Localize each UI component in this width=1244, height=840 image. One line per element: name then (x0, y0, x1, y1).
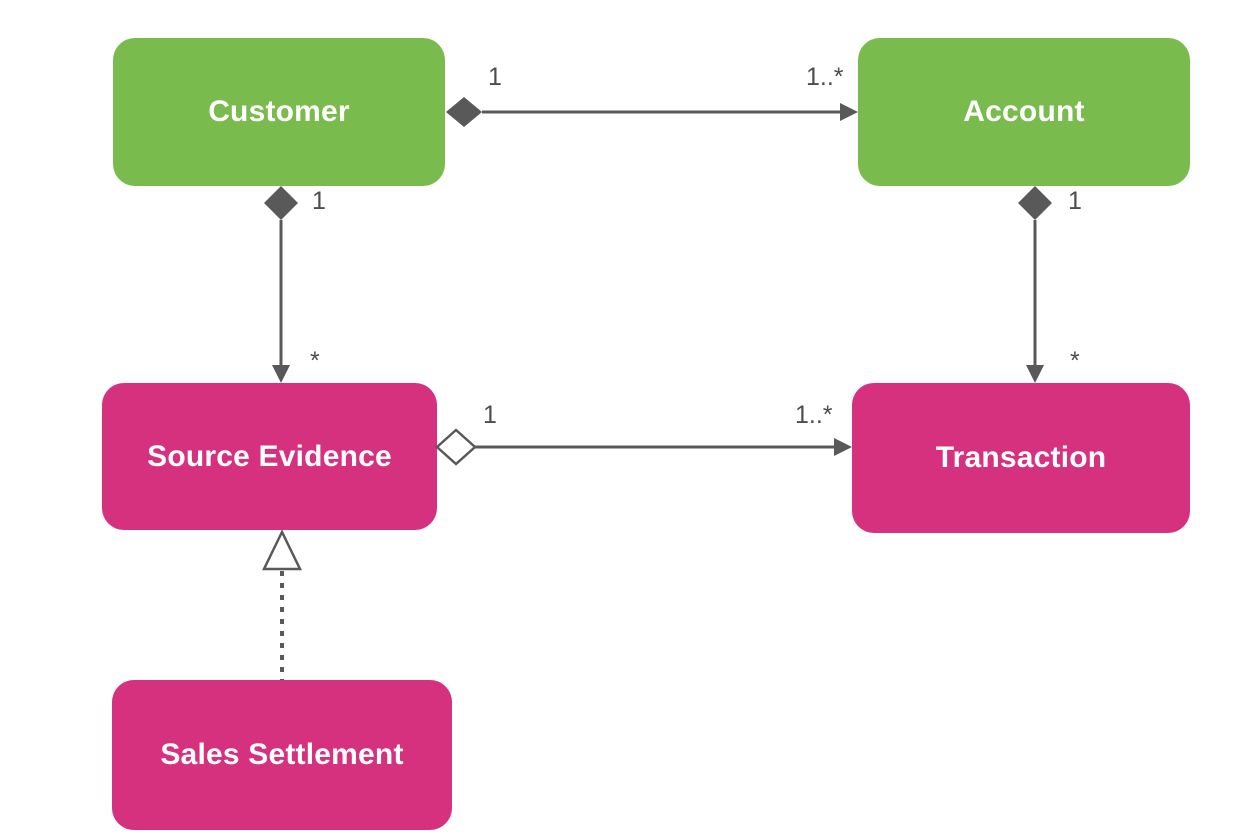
multiplicity-source-evidence-transaction-target: 1..* (795, 401, 833, 429)
node-transaction-label: Transaction (935, 441, 1107, 474)
node-account: Account (858, 38, 1190, 186)
multiplicity-customer-account-target: 1..* (806, 63, 844, 91)
arrowhead-customer-account (840, 103, 858, 121)
composition-diamond-customer-source-evidence (264, 186, 298, 220)
composition-diamond-account-transaction (1018, 186, 1052, 220)
multiplicity-customer-source-evidence-target: * (310, 347, 320, 375)
node-source-evidence: Source Evidence (102, 383, 437, 530)
aggregation-diamond-source-evidence-transaction (435, 428, 477, 466)
arrowhead-account-transaction (1026, 365, 1044, 383)
node-transaction: Transaction (852, 383, 1190, 533)
arrowhead-source-evidence-transaction (834, 438, 852, 456)
multiplicity-customer-source-evidence-source: 1 (312, 187, 326, 215)
multiplicity-customer-account-source: 1 (488, 63, 502, 91)
node-customer: Customer (113, 38, 445, 186)
node-source-evidence-label: Source Evidence (147, 439, 392, 473)
arrowhead-customer-source-evidence (272, 365, 290, 383)
composition-diamond-customer-account (446, 97, 482, 127)
multiplicity-account-transaction-source: 1 (1068, 187, 1082, 215)
multiplicity-account-transaction-target: * (1070, 347, 1080, 375)
multiplicity-source-evidence-transaction-source: 1 (483, 401, 497, 429)
generalization-triangle-source-evidence (262, 529, 302, 571)
node-sales-settlement: Sales Settlement (112, 680, 452, 830)
node-account-label: Account (963, 95, 1085, 128)
node-sales-settlement-label: Sales Settlement (160, 738, 404, 771)
node-customer-label: Customer (208, 95, 350, 128)
